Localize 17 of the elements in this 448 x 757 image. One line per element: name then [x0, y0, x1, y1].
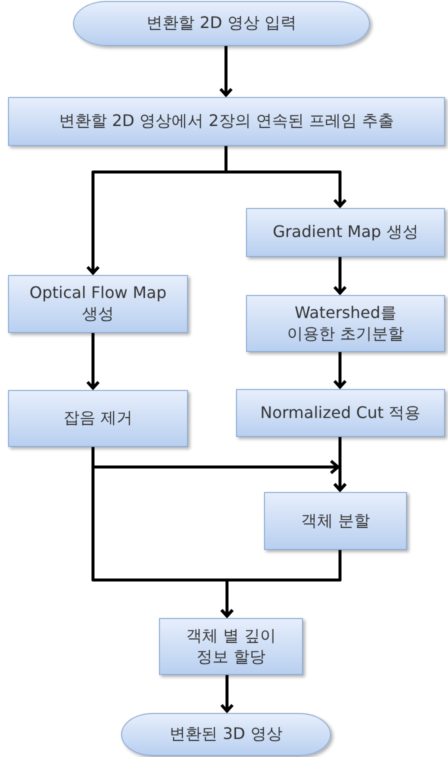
- process-box: Optical Flow Map 생성: [8, 275, 188, 333]
- arrow: [220, 675, 234, 712]
- process-box: 잡음 제거: [8, 390, 188, 447]
- process-box: 변환할 2D 영상에서 2장의 연속된 프레임 추출: [8, 97, 445, 146]
- arrow: [220, 550, 342, 618]
- arrow: [333, 352, 347, 388]
- process-box: Watershed를 이용한 초기분할: [246, 295, 445, 352]
- process-box: Normalized Cut 적용: [236, 389, 445, 437]
- terminal-pill: 변환된 3D 영상: [121, 713, 331, 756]
- process-box: 객체 분할: [264, 492, 407, 550]
- arrow: [219, 46, 233, 96]
- process-box: Gradient Map 생성: [246, 208, 445, 257]
- arrow: [333, 257, 347, 294]
- terminal-pill: 변환할 2D 영상 입력: [73, 1, 370, 46]
- process-box: 객체 별 깊이 정보 할당: [159, 618, 303, 675]
- arrow: [86, 333, 100, 390]
- arrow: [333, 437, 347, 492]
